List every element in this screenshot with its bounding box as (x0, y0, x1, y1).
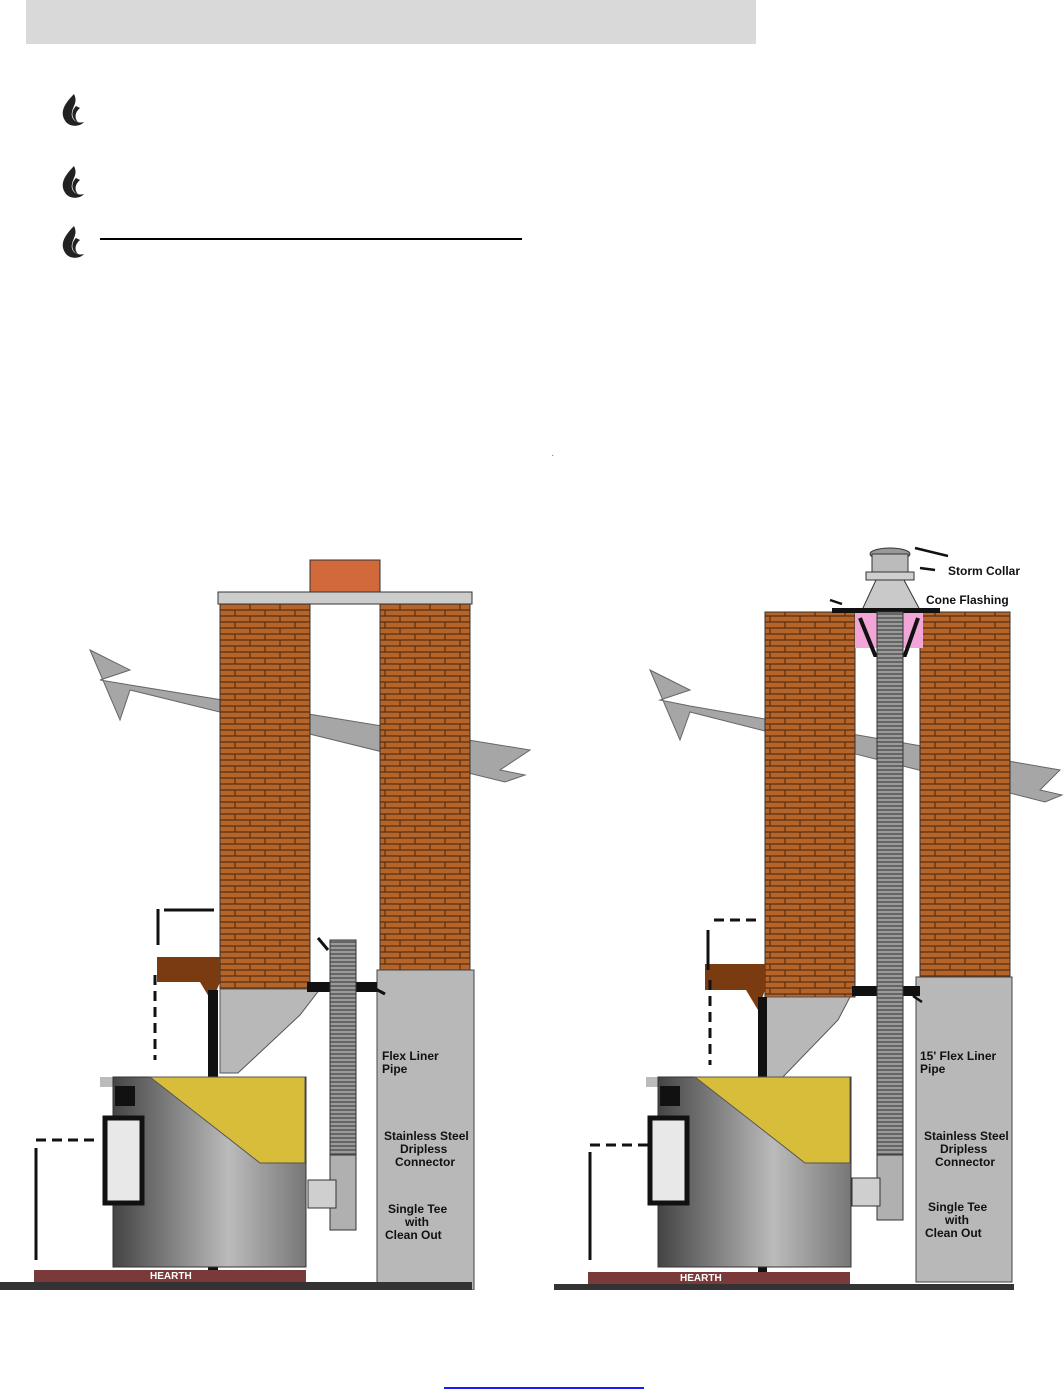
footer-link[interactable] (444, 1387, 644, 1389)
connector-label-2: Dripless (940, 1142, 988, 1156)
tee-label-1: Single Tee (388, 1202, 447, 1216)
flex-liner-label-1: 15' Flex Liner (920, 1049, 997, 1063)
tee-label-2: with (404, 1215, 429, 1229)
chimney-diagram-left: HEARTH Flex Liner Pipe Stainless Steel D… (0, 559, 532, 1290)
hearth-label: HEARTH (150, 1271, 192, 1282)
underline-rule (100, 238, 522, 240)
connector-label-3: Connector (935, 1155, 995, 1169)
hearth-label: HEARTH (680, 1273, 722, 1284)
flame-bullet-icon (62, 226, 84, 258)
cone-flashing-label: Cone Flashing (926, 593, 1009, 607)
connector-label-1: Stainless Steel (384, 1129, 469, 1143)
connector-label-3: Connector (395, 1155, 455, 1169)
tee-label-3: Clean Out (385, 1228, 442, 1242)
tee-label-3: Clean Out (925, 1226, 982, 1240)
flex-liner-label-2: Pipe (382, 1062, 408, 1076)
connector-label-2: Dripless (400, 1142, 448, 1156)
storm-collar-label: Storm Collar (948, 564, 1020, 578)
tiny-mark: · (551, 450, 555, 461)
header-bar (26, 0, 756, 44)
tee-label-2: with (944, 1213, 969, 1227)
flame-bullet-icon (62, 166, 84, 198)
tee-label-1: Single Tee (928, 1200, 987, 1214)
flex-liner-label-2: Pipe (920, 1062, 946, 1076)
flex-liner-label-1: Flex Liner (382, 1049, 439, 1063)
flame-bullet-icon (62, 94, 84, 126)
chimney-diagram-right: HEARTH Storm Collar Cone Flashing 15' Fl… (554, 546, 1064, 1290)
connector-label-1: Stainless Steel (924, 1129, 1009, 1143)
